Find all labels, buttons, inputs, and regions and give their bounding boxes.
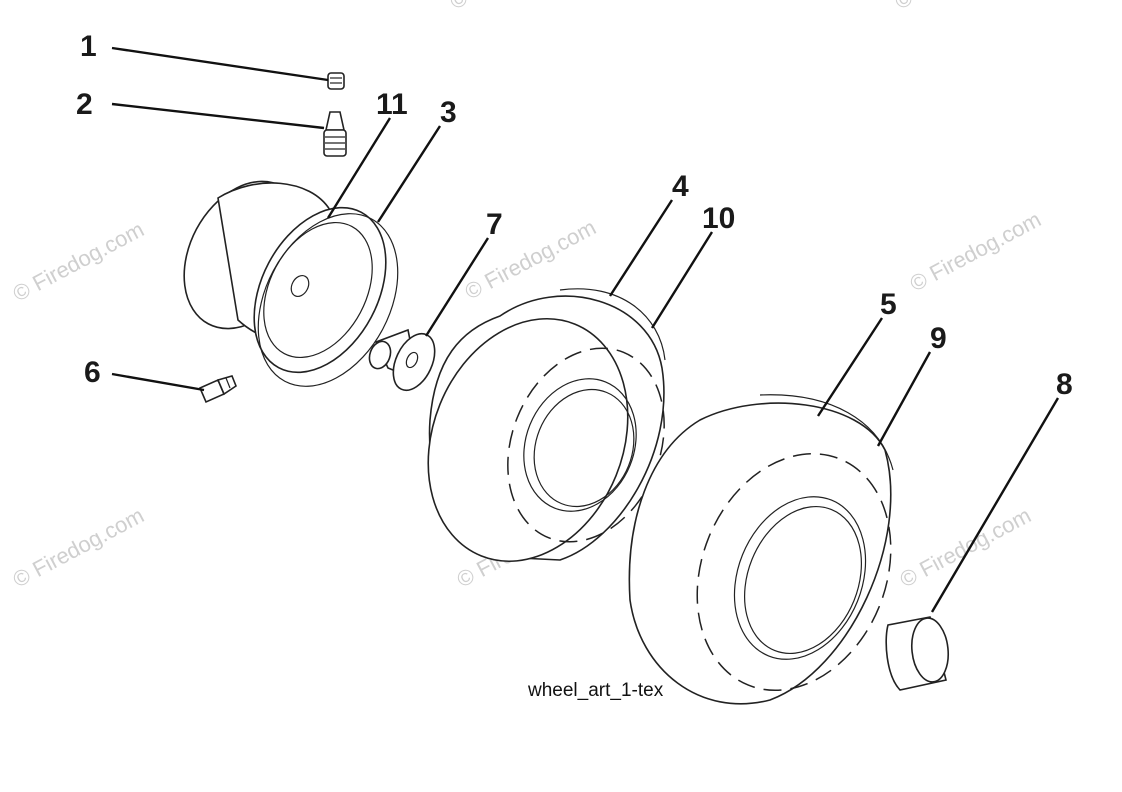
leader-lines bbox=[111, 46, 1060, 613]
callout-6: 6 bbox=[84, 356, 101, 389]
hub-cap bbox=[885, 616, 950, 691]
callout-1: 1 bbox=[80, 30, 97, 63]
watermark-1: © Firedog.com bbox=[9, 216, 148, 306]
grease-fitting bbox=[198, 375, 237, 404]
leader-3 bbox=[376, 125, 442, 223]
callouts: 1 2 11 3 6 7 4 10 5 9 8 bbox=[76, 30, 1073, 401]
callout-11: 11 bbox=[376, 88, 408, 121]
diagram-caption: wheel_art_1-tex bbox=[527, 680, 664, 701]
leader-1 bbox=[111, 46, 329, 82]
tube-rear bbox=[696, 452, 892, 692]
callout-3: 3 bbox=[440, 96, 457, 129]
leader-8 bbox=[930, 397, 1060, 613]
callout-4: 4 bbox=[672, 170, 689, 203]
watermark-6: © Firedog.com bbox=[896, 502, 1035, 592]
callout-2: 2 bbox=[76, 88, 93, 121]
leader-7 bbox=[424, 237, 490, 337]
leader-10 bbox=[650, 231, 714, 329]
callout-5: 5 bbox=[880, 288, 897, 321]
valve-stem bbox=[323, 111, 347, 157]
callout-8: 8 bbox=[1056, 368, 1073, 401]
leader-2 bbox=[111, 102, 325, 130]
rim bbox=[183, 180, 387, 374]
leader-11 bbox=[326, 117, 392, 219]
leader-9 bbox=[876, 351, 932, 447]
rim-liner bbox=[257, 213, 399, 387]
watermark-8: © Firedog.com bbox=[891, 0, 1030, 14]
leader-5 bbox=[816, 317, 884, 417]
tire-rear bbox=[628, 394, 894, 705]
leader-6 bbox=[111, 372, 205, 392]
watermark-2: © Firedog.com bbox=[461, 214, 600, 304]
watermark-4: © Firedog.com bbox=[9, 502, 148, 592]
bushing bbox=[368, 328, 436, 392]
watermark-3: © Firedog.com bbox=[906, 206, 1045, 296]
callout-9: 9 bbox=[930, 322, 947, 355]
leader-4 bbox=[608, 199, 674, 297]
callout-10: 10 bbox=[702, 202, 735, 235]
callout-7: 7 bbox=[486, 208, 503, 241]
watermark-7: © Firedog.com bbox=[446, 0, 585, 14]
tire-front bbox=[427, 288, 666, 563]
valve-cap bbox=[327, 72, 345, 90]
